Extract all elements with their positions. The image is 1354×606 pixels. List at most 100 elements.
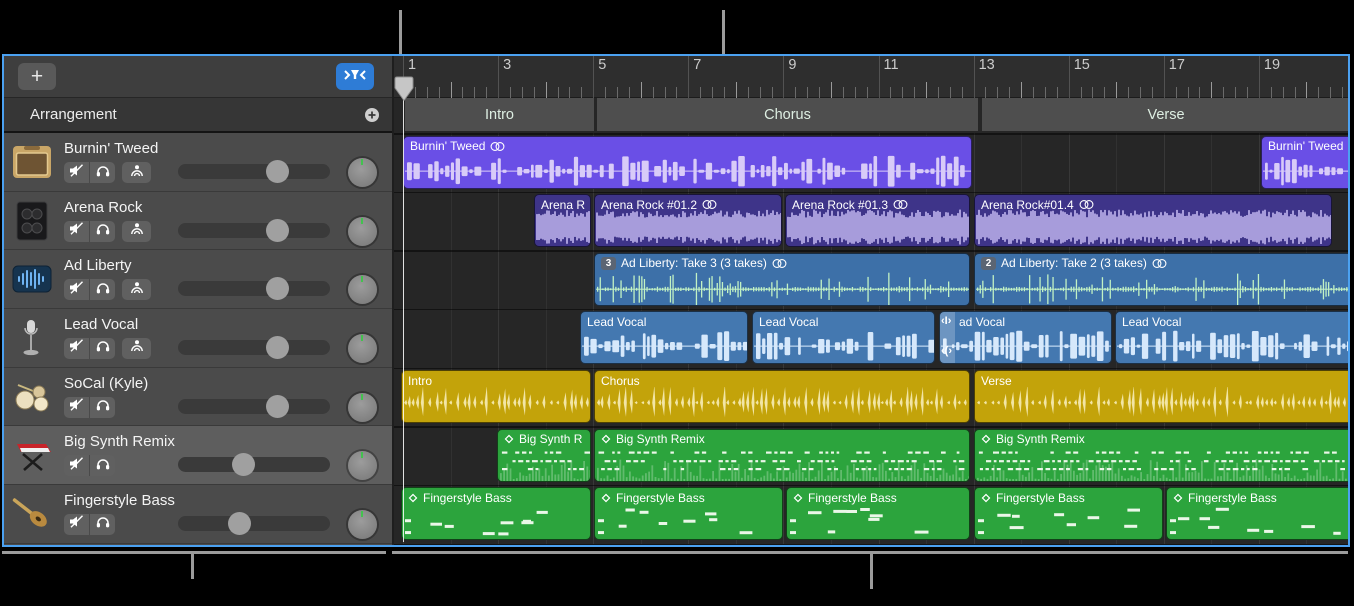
region-label: Arena Rock#01.4 (981, 197, 1074, 212)
track-icon-amp (12, 142, 52, 182)
mute-button[interactable] (64, 162, 90, 183)
region-waveform (754, 328, 934, 363)
region-burnin-tweed[interactable]: Burnin' Tweed (1261, 135, 1348, 189)
pan-knob[interactable] (348, 158, 377, 187)
region-fingerstyle-bass[interactable]: Fingerstyle Bass (786, 487, 970, 541)
region-verse[interactable]: Verse (974, 370, 1348, 424)
headphones-button[interactable] (90, 279, 115, 301)
pan-knob[interactable] (348, 275, 377, 305)
playhead-marker[interactable] (393, 76, 415, 108)
arrangement-marker-verse[interactable]: Verse (982, 98, 1348, 131)
track-header-big-synth-remix[interactable]: Big Synth Remix (4, 426, 392, 485)
region-burnin-tweed[interactable]: Burnin' Tweed (403, 135, 972, 189)
input-button[interactable] (122, 162, 151, 183)
pan-knob[interactable] (348, 509, 377, 539)
volume-knob[interactable] (266, 218, 289, 242)
region-fingerstyle-bass[interactable]: Fingerstyle Bass (594, 487, 783, 541)
pan-knob[interactable] (348, 451, 377, 481)
track-header-lead-vocal[interactable]: Lead Vocal (4, 308, 392, 368)
region-label: Fingerstyle Bass (423, 490, 512, 505)
region-big-synth-r[interactable]: Big Synth R (497, 428, 591, 482)
headphones-button[interactable] (90, 513, 115, 535)
pan-knob[interactable] (348, 392, 377, 422)
volume-slider[interactable] (178, 394, 330, 418)
region-big-synth-remix[interactable]: Big Synth Remix (594, 428, 970, 482)
headphones-button[interactable] (90, 220, 115, 242)
volume-slider[interactable] (178, 511, 330, 535)
callout-bracket-sidebar (2, 551, 386, 554)
volume-knob[interactable] (232, 453, 256, 477)
mute-button[interactable] (64, 337, 90, 359)
region-label: Burnin' Tweed (1268, 139, 1344, 153)
region-fingerstyle-bass[interactable]: Fingerstyle Bass (974, 487, 1163, 541)
headphones-button[interactable] (90, 396, 115, 418)
region-ad-vocal[interactable]: ad Vocal‹I›‹(› (939, 311, 1112, 365)
volume-knob[interactable] (266, 335, 289, 359)
add-arrangement-marker-button[interactable] (364, 107, 380, 123)
region-waveform (976, 387, 1348, 422)
headphones-button[interactable] (90, 455, 115, 477)
arrangement-marker-intro[interactable]: Intro (405, 98, 594, 131)
mute-button[interactable] (64, 279, 90, 301)
volume-slider[interactable] (178, 453, 330, 477)
mute-button[interactable] (64, 396, 90, 418)
input-button[interactable] (122, 337, 151, 359)
region-lead-vocal[interactable]: Lead Vocal (580, 311, 748, 365)
volume-knob[interactable] (227, 511, 251, 535)
track-header-burnin-tweed[interactable]: Burnin' Tweed (4, 133, 392, 192)
volume-slider[interactable] (178, 335, 330, 359)
input-button[interactable] (122, 279, 151, 301)
track-header-socal-kyle-[interactable]: SoCal (Kyle) (4, 367, 392, 427)
track-filter-button[interactable] (336, 63, 374, 90)
pan-knob[interactable] (348, 216, 377, 246)
region-arena-rock-01-2[interactable]: Arena Rock #01.2 (594, 194, 782, 248)
volume-slider[interactable] (178, 160, 330, 183)
region-label: Fingerstyle Bass (808, 490, 897, 505)
arrangement-track-header[interactable]: Arrangement (4, 98, 392, 133)
region-big-synth-remix[interactable]: Big Synth Remix (974, 428, 1348, 482)
headphones-button[interactable] (90, 162, 115, 183)
callout-line-top-right (722, 10, 725, 78)
region-waveform (596, 503, 781, 539)
headphones-button[interactable] (90, 337, 115, 359)
region-fingerstyle-bass[interactable]: Fingerstyle Bass (1166, 487, 1348, 541)
stereo-circles-icon (772, 258, 787, 269)
region-intro[interactable]: Intro (401, 370, 591, 424)
arrangement-marker-chorus[interactable]: Chorus (597, 98, 978, 131)
input-button[interactable] (122, 220, 151, 242)
region-waveform (405, 153, 971, 188)
region-label: Fingerstyle Bass (616, 490, 705, 505)
track-icon-bass (12, 494, 52, 534)
track-header-ad-liberty[interactable]: Ad Liberty (4, 250, 392, 309)
region-arena-r[interactable]: Arena R (534, 194, 591, 248)
track-header-fingerstyle-bass[interactable]: Fingerstyle Bass (4, 484, 392, 544)
volume-knob[interactable] (266, 160, 289, 183)
region-arena-rock-01-3[interactable]: Arena Rock #01.3 (785, 194, 970, 248)
region-fingerstyle-bass[interactable]: Fingerstyle Bass (401, 487, 591, 541)
region-chorus[interactable]: Chorus (594, 370, 970, 424)
region-lead-vocal[interactable]: Lead Vocal (752, 311, 935, 365)
region-waveform (596, 387, 968, 422)
mute-button[interactable] (64, 513, 90, 535)
volume-slider[interactable] (178, 218, 330, 242)
track-header-arena-rock[interactable]: Arena Rock (4, 191, 392, 251)
stereo-circles-icon (1152, 258, 1167, 269)
pan-knob[interactable] (348, 333, 377, 363)
loop-diamond-icon (793, 493, 803, 503)
mute-button[interactable] (64, 455, 90, 477)
add-track-button[interactable]: + (18, 63, 56, 90)
arrangement-label: Arrangement (30, 106, 117, 123)
region-arena-rock-01-4[interactable]: Arena Rock#01.4 (974, 194, 1332, 248)
input-icon (129, 222, 145, 240)
headphones-icon (96, 515, 110, 533)
trim-hotzone[interactable] (940, 312, 955, 364)
volume-knob[interactable] (266, 394, 289, 418)
mute-button[interactable] (64, 220, 90, 242)
volume-slider[interactable] (178, 277, 330, 301)
region-lead-vocal[interactable]: Lead Vocal (1115, 311, 1348, 365)
volume-knob[interactable] (266, 277, 289, 301)
